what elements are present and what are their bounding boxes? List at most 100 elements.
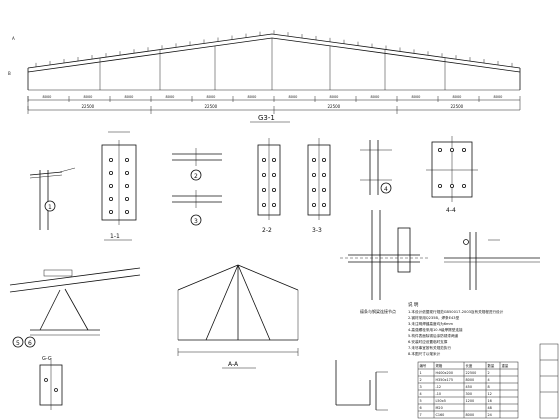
bolt-hole — [437, 147, 442, 152]
table-cell: 12 — [488, 392, 492, 396]
section-2-2-label: 2-2 — [262, 227, 272, 234]
bolt-hole — [321, 187, 326, 192]
svg-text:B: B — [8, 71, 11, 76]
bay-dim-label: 8000 — [453, 95, 462, 99]
section-4-4: 4-4 — [426, 136, 478, 214]
table-cell: 5 — [420, 399, 422, 403]
bay-dim-label: 8000 — [330, 95, 339, 99]
span-dim-label: 22500 — [82, 104, 95, 109]
notes-title: 说 明 — [408, 301, 419, 308]
section-g-g: G-G — [39, 356, 63, 410]
joint-caption: 檩条与钢梁连接节点 — [360, 308, 396, 314]
table-cell: 1200 — [466, 399, 475, 403]
bolt-hole — [271, 187, 276, 192]
section-3-3: 3-3 — [307, 138, 331, 234]
detail-1-marker — [44, 200, 56, 212]
bolt-hole — [461, 183, 466, 188]
span-dim-label: 22500 — [328, 104, 341, 109]
section-4-4-label: 4-4 — [446, 207, 456, 214]
detail-1-number: 1 — [48, 204, 52, 211]
bolt-hole — [437, 183, 442, 188]
span-dim-label: 22500 — [451, 104, 464, 109]
section-g-g-label: G-G — [42, 356, 52, 362]
bay-dim-label: 8000 — [248, 95, 257, 99]
note-line: 1.本设计依据现行规范GB50017-2003及有关规程进行设计 — [408, 309, 504, 314]
elevation-title: G3-1 — [258, 114, 275, 122]
section-3-3-label: 3-3 — [312, 227, 322, 234]
table-cell: 48 — [488, 406, 492, 410]
table-cell: 450 — [466, 385, 472, 389]
table-header-cell: 编号 — [420, 363, 427, 368]
bolt-hole — [271, 202, 276, 207]
table-cell: L50x5 — [436, 399, 446, 403]
bolt-hole — [311, 187, 316, 192]
bolt-hole — [311, 202, 316, 207]
table-cell: 3 — [420, 385, 422, 389]
span-dimensions: 22500 22500 22500 22500 — [27, 104, 464, 114]
table-cell: 22500 — [466, 371, 477, 375]
base-detail — [444, 232, 540, 290]
bay-dim-label: 8000 — [84, 95, 93, 99]
note-line: 3.未注明焊缝高度均为6mm — [408, 321, 454, 326]
bay-dim-label: 8000 — [494, 95, 503, 99]
note-line: 5.构件表面除锈后涂防锈漆两道 — [408, 333, 459, 338]
detail-2-number: 2 — [194, 173, 198, 180]
table-cell: 16 — [488, 399, 492, 403]
table-cell: H350x175 — [436, 378, 454, 382]
bolt-hole — [109, 157, 114, 162]
bolt-hole — [311, 172, 316, 177]
table-cell: 6 — [420, 406, 422, 410]
note-line: 2.钢材采用Q235B，焊条E43型 — [408, 315, 460, 320]
bolt-hole — [125, 196, 130, 201]
bay-dim-label: 8000 — [371, 95, 380, 99]
bolt-hole — [125, 170, 130, 175]
bolt-hole — [311, 157, 316, 162]
table-cell: 2 — [488, 371, 490, 375]
table-cell: -12 — [436, 385, 442, 389]
note-line: 8.本图尺寸以毫米计 — [408, 351, 441, 356]
bay-dim-label: 8000 — [289, 95, 298, 99]
detail-1: 1 — [29, 167, 76, 230]
note-line: 4.高强螺栓采用10.9级摩擦型连接 — [408, 327, 463, 332]
section-a-a-label: A-A — [228, 361, 239, 368]
purlin-marks — [35, 30, 513, 67]
bolt-hole — [125, 209, 130, 214]
bolt-hole — [449, 147, 454, 152]
bolt-hole — [449, 183, 454, 188]
bolt-hole — [261, 172, 266, 177]
detail-2-3: 2 3 — [172, 148, 222, 226]
table-cell: 300 — [466, 392, 472, 396]
table-cell: 1 — [420, 371, 422, 375]
bolt-hole — [321, 157, 326, 162]
table-header-cell: 规格 — [436, 363, 443, 368]
general-notes: 说 明 1.本设计依据现行规范GB50017-2003及有关规程进行设计2.钢材… — [408, 301, 504, 356]
detail-3-number: 3 — [194, 218, 198, 225]
bolt-hole — [125, 183, 130, 188]
bolt-hole — [321, 202, 326, 207]
table-header-cell: 数量 — [488, 363, 495, 368]
table-cell: 8 — [488, 385, 490, 389]
bolt-hole — [261, 202, 266, 207]
svg-text:A: A — [12, 36, 15, 41]
section-2-2: 2-2 — [257, 138, 281, 234]
table-cell: M20 — [436, 406, 443, 410]
table-header-cell: 长度 — [466, 363, 473, 368]
table-cell: 2 — [420, 378, 422, 382]
span-dim-label: 22500 — [205, 104, 218, 109]
section-a-a: A-A — [177, 264, 299, 369]
bolt-hole — [109, 170, 114, 175]
bay-dim-label: 8000 — [43, 95, 52, 99]
bolt-hole — [125, 157, 130, 162]
bay-dim-label: 8000 — [166, 95, 175, 99]
table-cell: -10 — [436, 392, 442, 396]
detail-5-6: 5 6 — [9, 267, 141, 348]
bolt-hole — [461, 147, 466, 152]
detail-5-number: 5 — [16, 340, 20, 347]
note-line: 6.安装时应设置临时支撑 — [408, 339, 448, 344]
section-1-1-label: 1-1 — [110, 233, 120, 240]
